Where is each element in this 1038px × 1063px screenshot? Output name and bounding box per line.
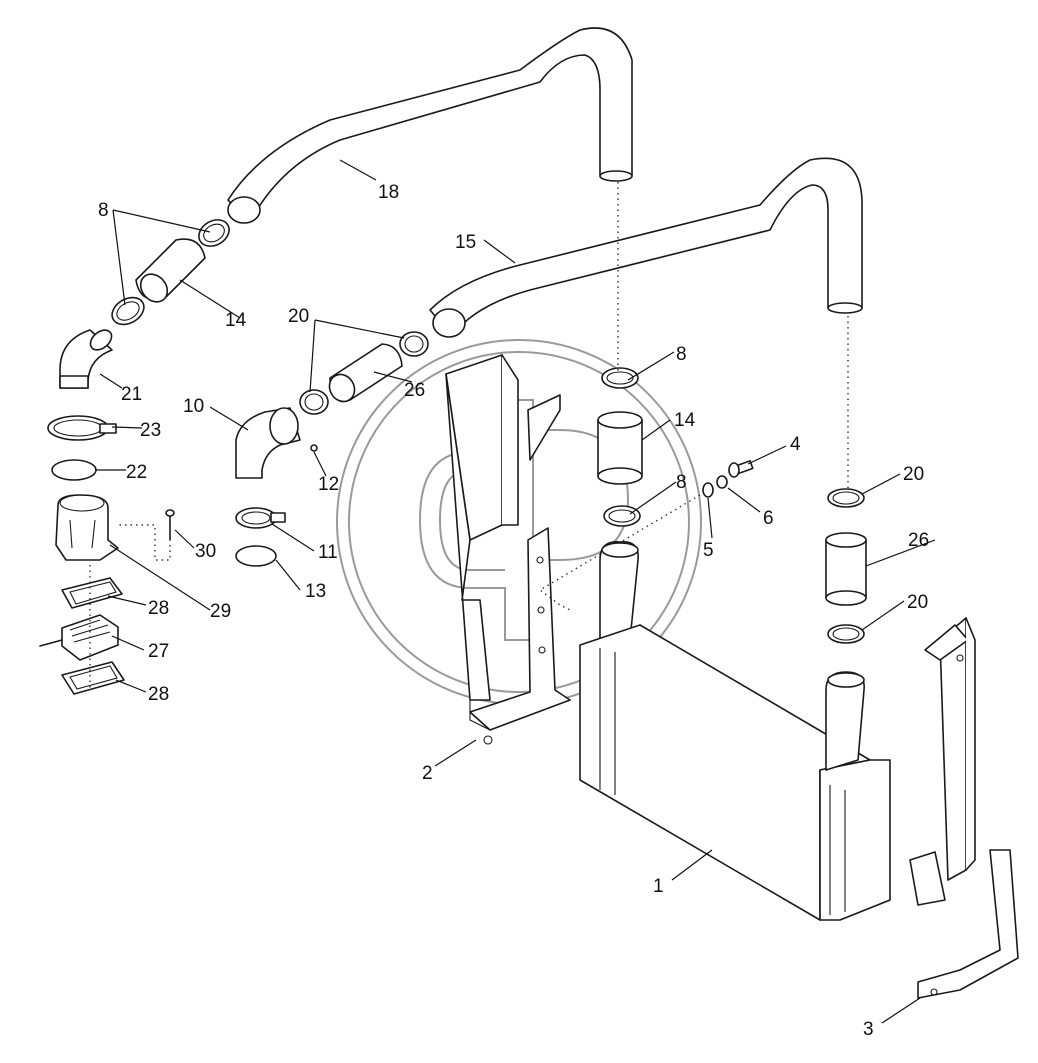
o-ring-13 [235,545,277,567]
hose-clamp-11 [235,507,286,529]
callout-26: 26 [908,530,929,551]
hose-clamp-23 [47,415,117,441]
housing-29 [55,494,119,561]
hose-clamp-20-upper-right [827,488,865,508]
callout-29: 29 [210,601,231,622]
callout-23: 23 [140,420,161,441]
bracket-2 [445,354,571,745]
elbow-21 [59,329,113,389]
callout-10: 10 [183,396,204,417]
callout-labels: 8 18 14 21 23 22 30 28 29 27 28 10 12 11… [98,182,929,1040]
hose-clamp-20-lower-right [827,624,865,644]
elbow-10 [235,407,301,479]
hose-clamp-8-lower-right [603,505,641,527]
callout-2: 2 [422,763,433,784]
hose-clamp-20-lower-left [299,389,329,415]
callout-3: 3 [863,1019,874,1040]
callout-15: 15 [455,232,476,253]
callout-1: 1 [653,876,664,897]
callout-20: 20 [903,464,924,485]
washer-6 [716,475,728,489]
callout-13: 13 [305,581,326,602]
charge-air-pipe-15 [429,157,863,338]
callout-20: 20 [288,306,309,327]
callout-26: 26 [404,380,425,401]
bolt-4 [728,460,754,478]
o-ring-22 [51,459,97,481]
callout-11: 11 [318,542,338,563]
callout-22: 22 [126,462,147,483]
callout-8: 8 [98,200,109,221]
hose-26-middle [328,343,403,403]
assembly-line-4 [538,494,701,611]
sensor-27 [39,614,119,661]
plug-12 [310,444,318,452]
hose-14-right [597,411,643,485]
callout-14: 14 [225,310,247,331]
hose-clamp-8-upper-right [601,367,639,389]
bracket-3 [909,617,1019,999]
callout-28: 28 [148,598,169,619]
gasket-28-upper [61,577,123,609]
hose-26-right [825,532,867,606]
callout-30: 30 [195,541,216,562]
hose-clamp-8-upper-left [198,219,230,247]
callout-4: 4 [790,434,801,455]
charge-air-cooler-1 [579,541,891,921]
leader-lines [96,159,936,1024]
bolt-30 [165,509,175,541]
hose-clamp-20-upper [399,331,429,357]
callout-8: 8 [676,344,687,365]
assembly-line-30 [118,524,171,561]
charge-air-pipe-18 [227,27,633,224]
callout-27: 27 [148,641,169,662]
callout-8: 8 [676,472,687,493]
callout-21: 21 [121,384,142,405]
hose-14-left [135,238,206,303]
washer-5 [702,482,714,498]
gasket-28-lower [61,661,125,695]
hose-clamp-8-lower-left [111,296,145,326]
callout-20: 20 [907,592,928,613]
callout-14: 14 [674,410,696,431]
callout-12: 12 [318,474,339,495]
callout-5: 5 [703,540,714,561]
callout-6: 6 [763,508,774,529]
callout-28: 28 [148,684,169,705]
callout-18: 18 [378,182,399,203]
